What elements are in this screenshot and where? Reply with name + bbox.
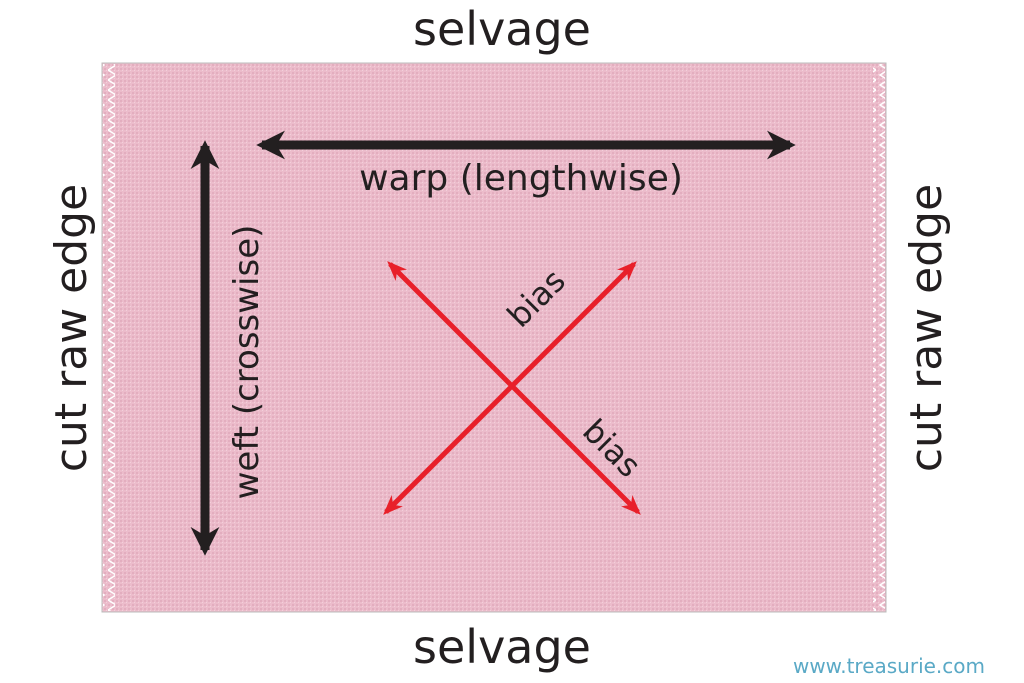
- right-zigzag-edge: [873, 64, 885, 611]
- top-edge-label: selvage: [413, 2, 591, 56]
- bottom-edge-label: selvage: [413, 620, 591, 674]
- weft-label: weft (crosswise): [227, 225, 267, 500]
- bias-arrow-2: [387, 261, 641, 515]
- left-edge-label: cut raw edge: [46, 184, 97, 472]
- left-zigzag-edge: [103, 64, 115, 611]
- right-edge-label: cut raw edge: [901, 184, 952, 472]
- watermark: www.treasurie.com: [793, 654, 985, 678]
- warp-label: warp (lengthwise): [359, 158, 683, 199]
